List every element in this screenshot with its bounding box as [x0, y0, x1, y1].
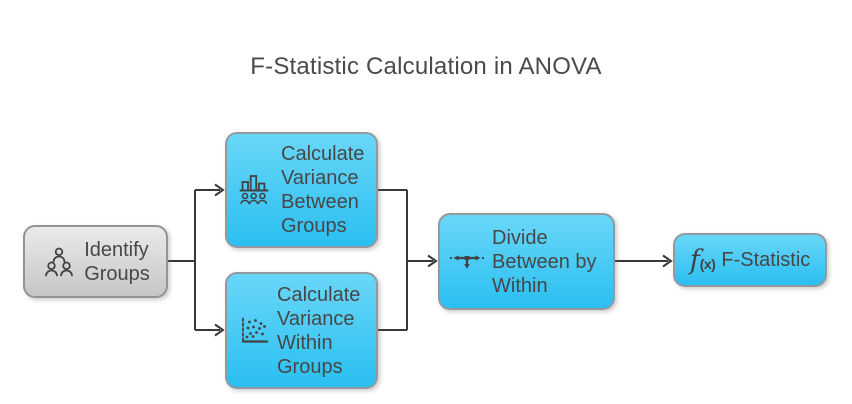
node-divide-label: Divide Between by Within	[492, 226, 597, 297]
node-identify-groups: Identify Groups	[23, 225, 168, 298]
split-arrows-icon	[449, 251, 485, 273]
node-calc-variance-between: Calculate Variance Between Groups	[225, 132, 378, 248]
arrowhead-within	[214, 323, 225, 337]
arrowhead-divide	[427, 254, 438, 268]
diagram-title: F-Statistic Calculation in ANOVA	[250, 53, 602, 80]
node-between-label: Calculate Variance Between Groups	[281, 143, 365, 237]
people-group-icon	[41, 245, 77, 279]
node-f-statistic: f(x) F-Statistic	[673, 233, 827, 287]
edge-identify-branch	[168, 190, 196, 330]
edge-between-out	[378, 189, 408, 330]
node-divide-between-by-within: Divide Between by Within	[438, 213, 615, 310]
node-within-label: Calculate Variance Within Groups	[277, 283, 361, 378]
scatter-plot-icon	[238, 315, 270, 347]
arrowhead-fstat	[662, 254, 673, 268]
arrowhead-between	[214, 183, 225, 197]
node-identify-label: Identify Groups	[84, 238, 150, 285]
node-fstat-label: F-Statistic	[721, 249, 811, 271]
node-calc-variance-within: Calculate Variance Within Groups	[225, 272, 378, 389]
bar-chart-people-icon	[238, 173, 274, 207]
fx-icon-f: f	[689, 244, 700, 276]
fx-icon: f(x)	[690, 247, 716, 274]
fx-icon-arg: (x)	[699, 255, 716, 272]
